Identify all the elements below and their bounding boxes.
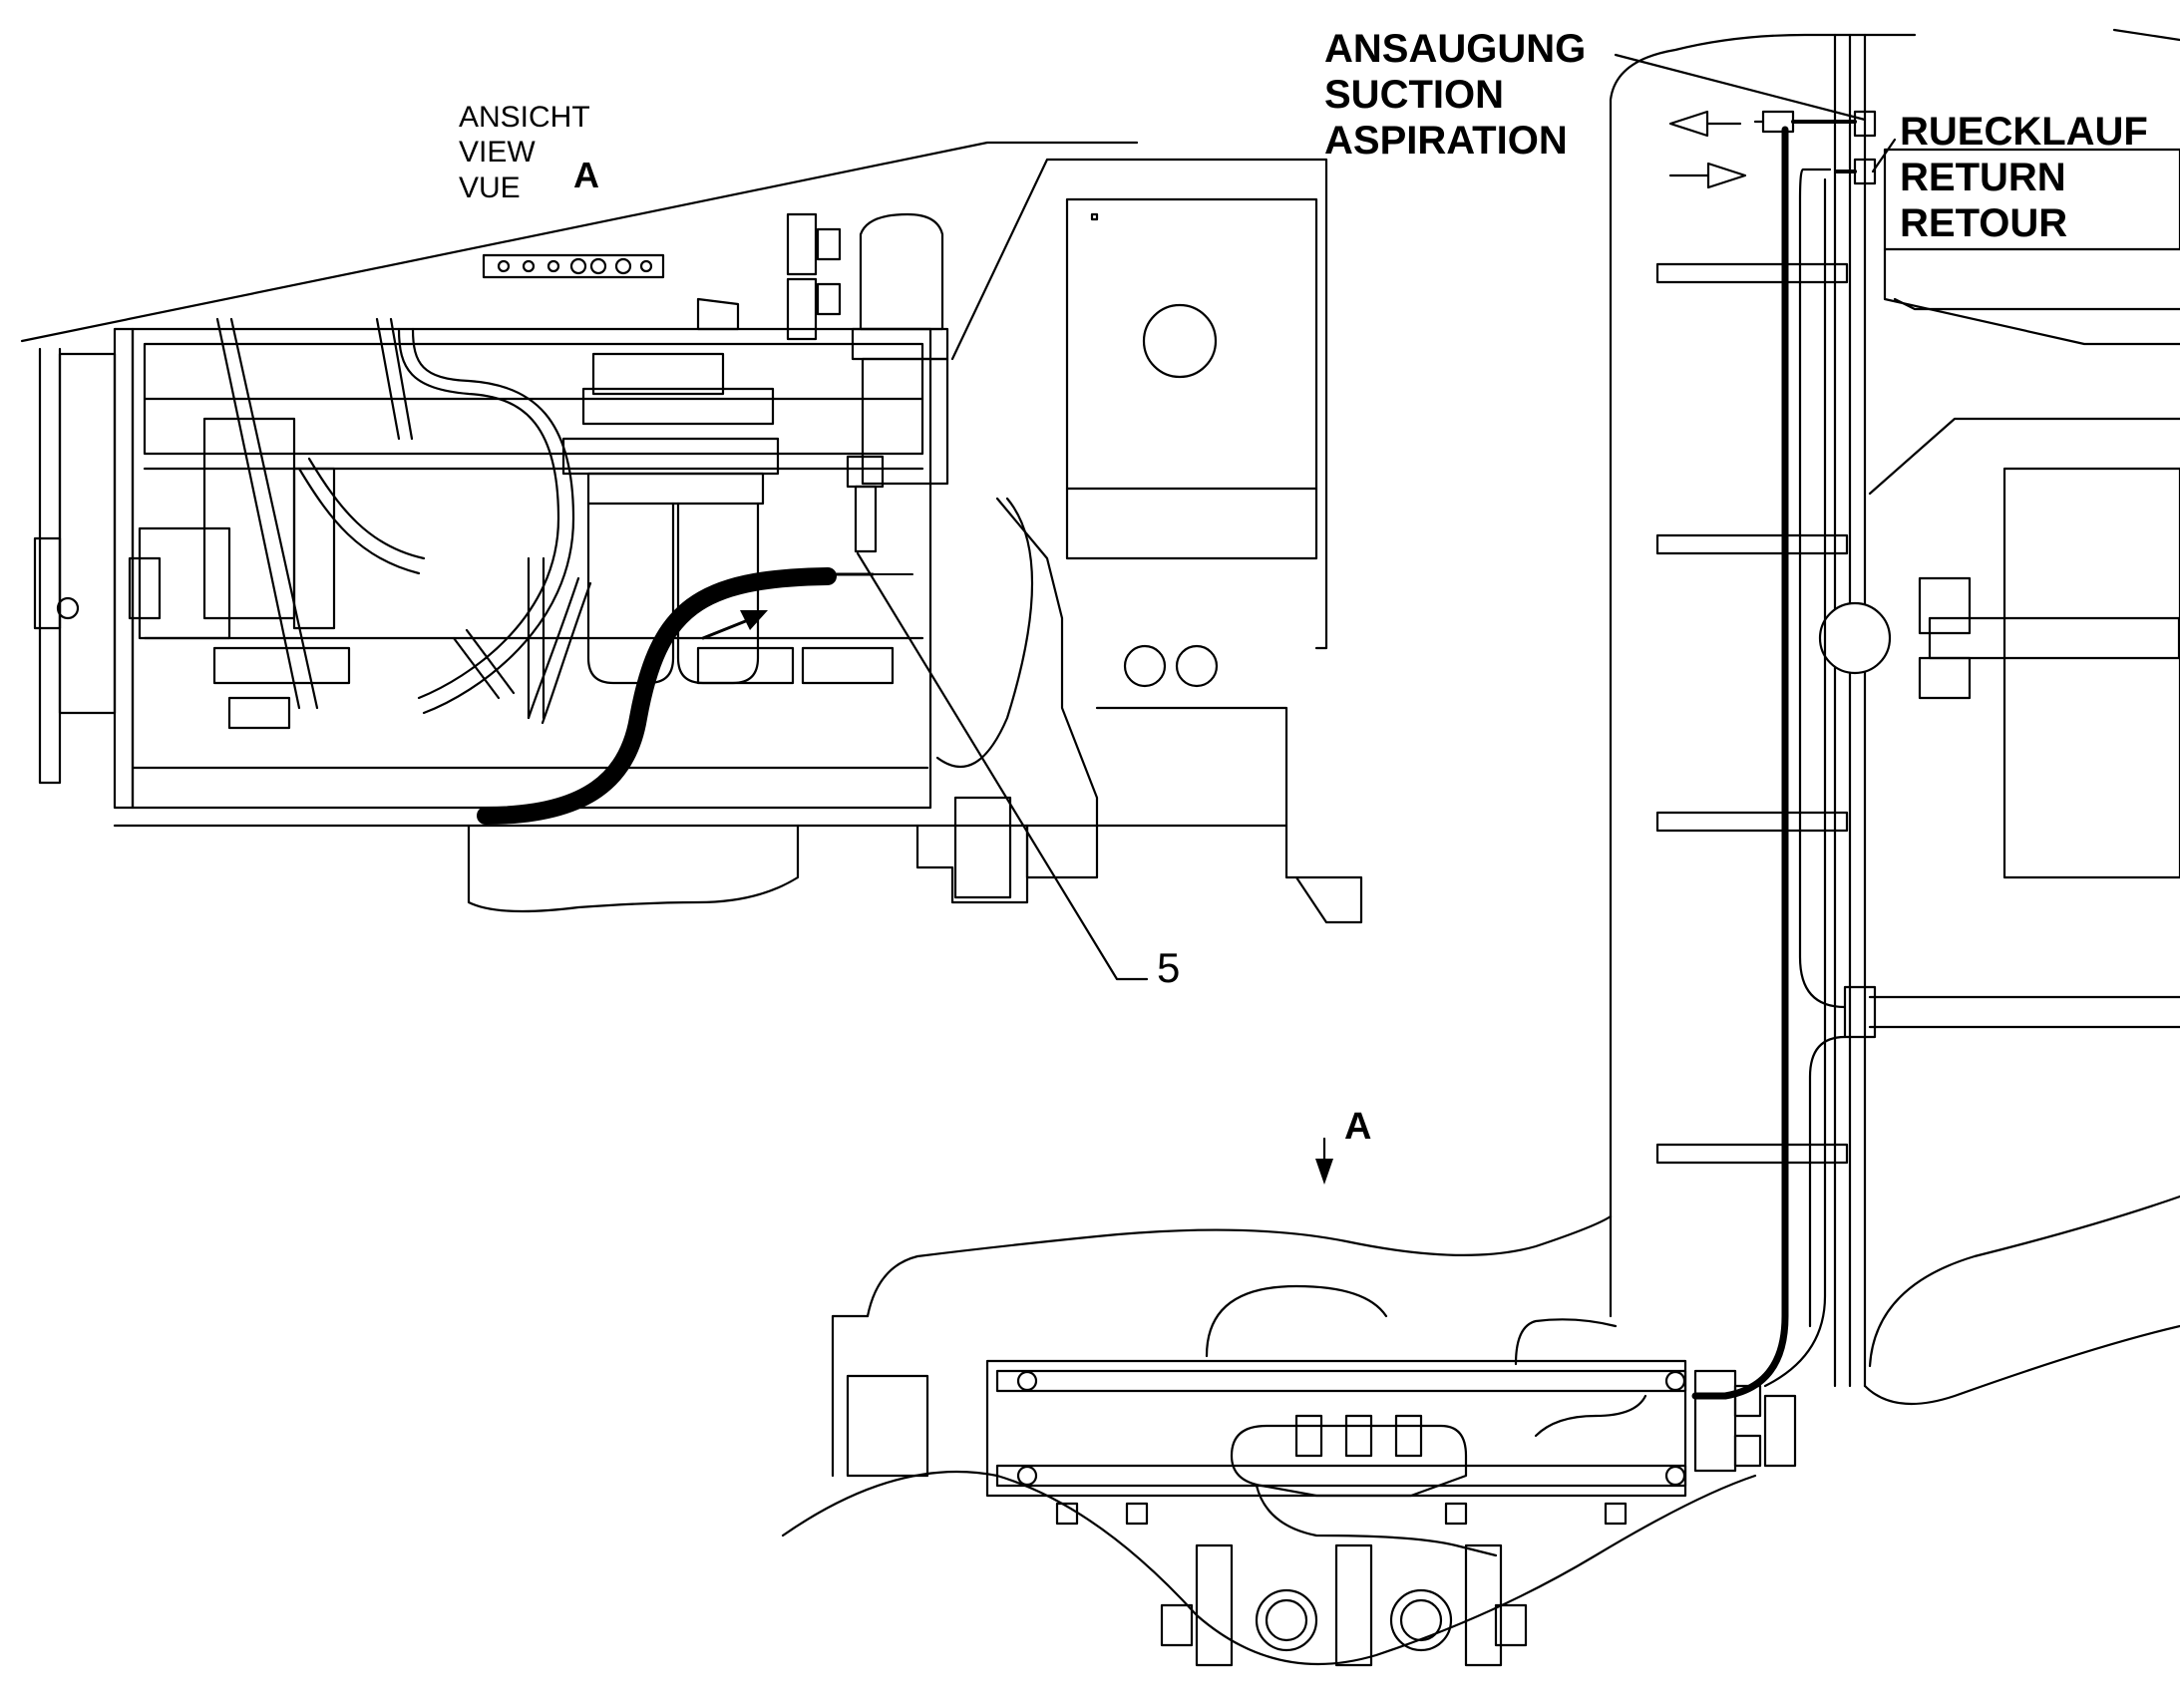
suction-line [1691,126,1789,1400]
return-label-line-2: RETURN [1900,156,2066,199]
view-a-label: ANSICHT VIEW VUE A [459,101,599,204]
frame-side-view [1609,28,2180,1406]
suction-label-line-2: SUCTION [1324,73,1504,117]
return-label: RUECKLAUF RETURN RETOUR [1900,110,2148,245]
return-direction-arrow-icon [1668,162,1747,189]
return-label-line-3: RETOUR [1900,201,2067,245]
engine-front-view [781,1214,1797,1667]
fuel-hose [477,567,913,825]
return-line [1763,168,1847,1388]
suction-direction-arrow-icon [1668,110,1742,138]
return-label-line-1: RUECKLAUF [1900,110,2148,154]
callout-number: 5 [1157,944,1180,991]
suction-leader [1614,53,1867,122]
view-label-line-1: ANSICHT [459,101,590,134]
suction-label: ANSAUGUNG SUCTION ASPIRATION [1324,27,1586,163]
flow-arrow-icon [701,610,768,640]
view-label-letter: A [573,155,599,195]
view-a-engine-detail [20,141,1363,924]
return-leader [1871,138,1897,173]
suction-label-line-3: ASPIRATION [1324,119,1568,163]
suction-label-line-1: ANSAUGUNG [1324,27,1586,71]
view-label-line-3: VUE [459,171,521,204]
section-marker-letter: A [1344,1106,1371,1148]
view-label-line-2: VIEW [459,136,536,169]
top-fittings [1753,110,1877,185]
callout-5-leader [856,551,1149,981]
section-arrow-icon [1315,1137,1333,1185]
